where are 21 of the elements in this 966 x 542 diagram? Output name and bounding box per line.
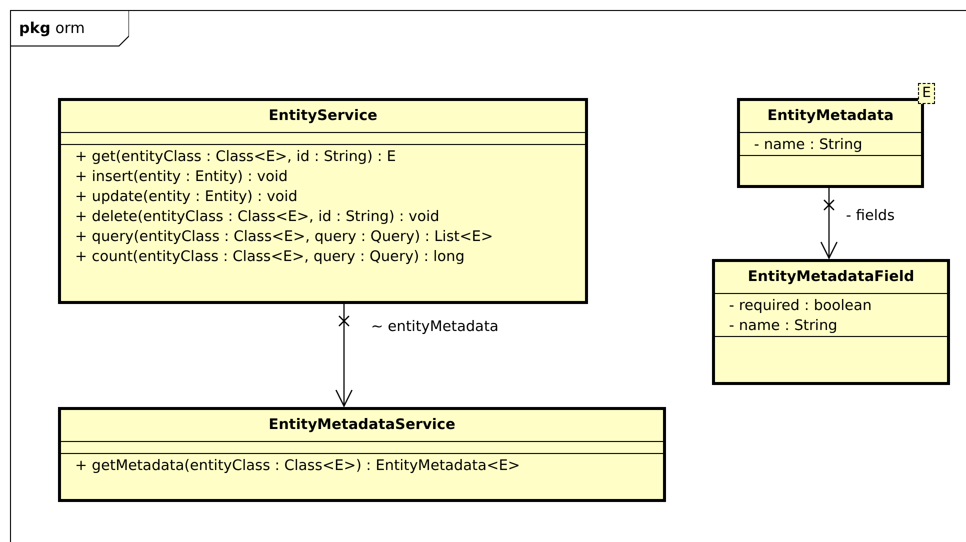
class-box xyxy=(58,98,588,304)
operation-text: + getMetadata(entityClass : Class<E>) : EntityMetadata<E> xyxy=(75,457,520,476)
class-name: EntityMetadata xyxy=(767,107,894,126)
package-tab: pkg orm xyxy=(11,11,129,46)
template-parameter: E xyxy=(918,83,935,104)
operation-text: + query(entityClass : Class<E>, query : Query) : List<E> xyxy=(75,228,494,247)
class-box xyxy=(58,407,666,502)
attribute-text: - name : String xyxy=(729,317,838,336)
operation-text: + update(entity : Entity) : void xyxy=(75,188,298,207)
operation-text: + count(entityClass : Class<E>, query : Query) : long xyxy=(75,248,465,267)
class-name: EntityMetadataField xyxy=(748,268,914,287)
attribute-text: - name : String xyxy=(754,136,862,155)
package-frame xyxy=(10,10,966,542)
class-box xyxy=(712,259,950,385)
operation-text: + get(entityClass : Class<E>, id : String) : E xyxy=(75,148,396,167)
class-name: EntityMetadataService xyxy=(268,416,456,435)
class-name: EntityService xyxy=(268,107,378,126)
attribute-text: - required : boolean xyxy=(729,297,872,316)
operation-text: + insert(entity : Entity) : void xyxy=(75,168,288,187)
operation-text: + delete(entityClass : Class<E>, id : String) : void xyxy=(75,208,440,227)
edge-label: ~ entityMetadata xyxy=(371,318,499,336)
